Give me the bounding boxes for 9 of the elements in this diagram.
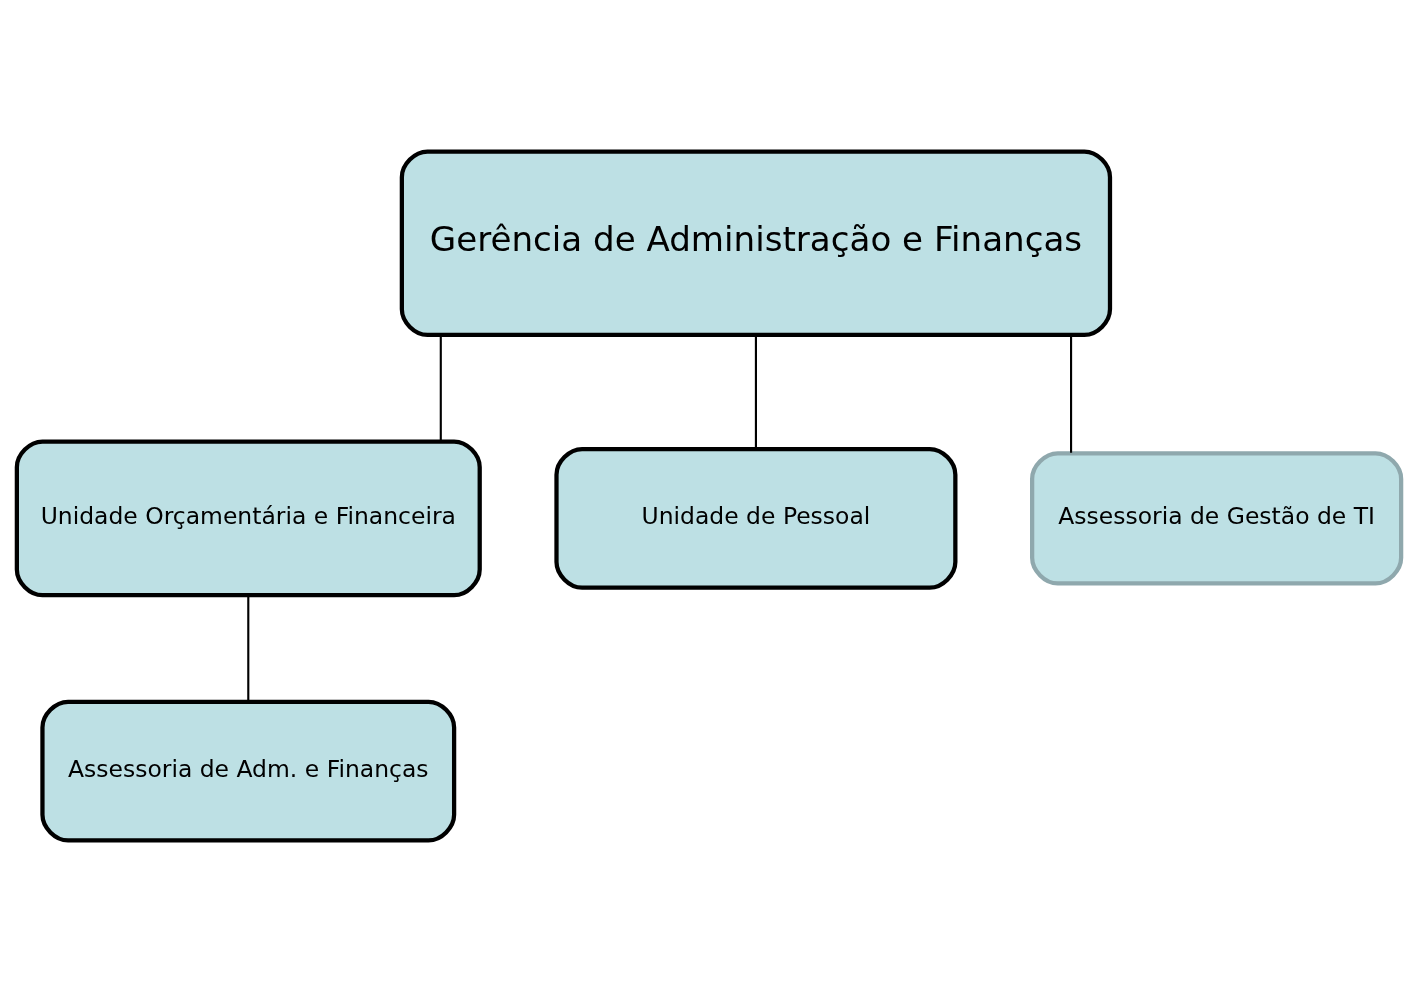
node-box: Gerência de Administração e Finanças bbox=[399, 149, 1113, 338]
connector bbox=[754, 335, 757, 449]
connector bbox=[247, 595, 250, 702]
connector bbox=[1070, 335, 1073, 453]
connector bbox=[439, 335, 442, 442]
node-box: Unidade de Pessoal bbox=[554, 446, 958, 590]
node-box: Assessoria de Adm. e Finanças bbox=[40, 699, 457, 843]
node-box: Unidade Orçamentária e Financeira bbox=[14, 439, 482, 598]
node-box: Assessoria de Gestão de TI bbox=[1030, 451, 1404, 586]
